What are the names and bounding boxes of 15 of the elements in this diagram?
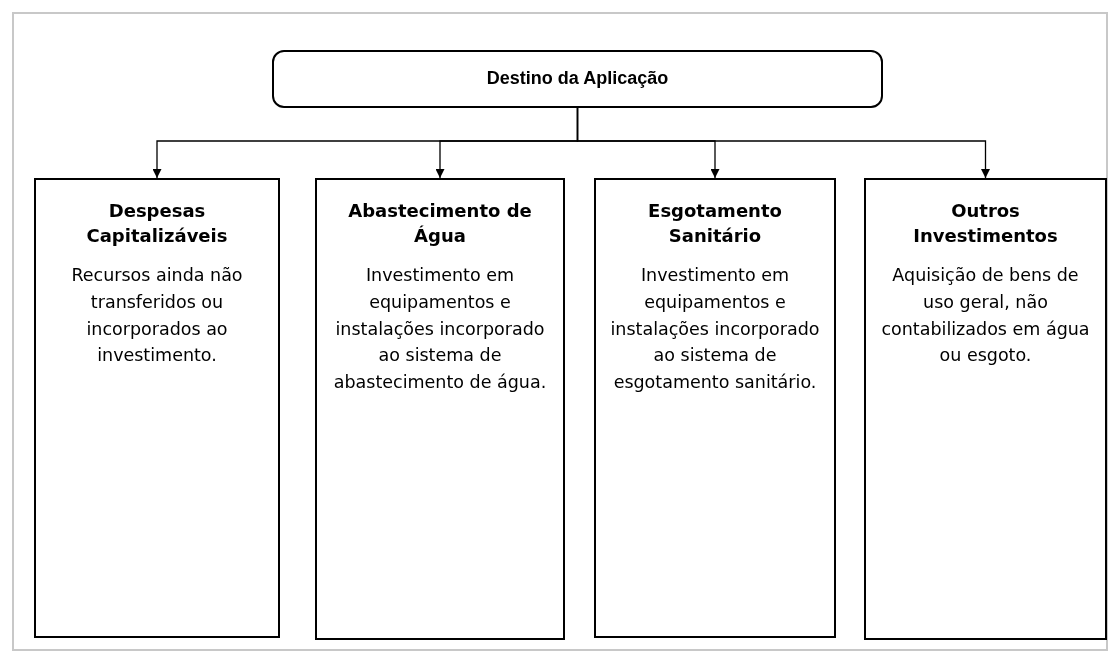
box-heading: Esgotamento Sanitário <box>647 199 783 249</box>
category-box <box>34 178 280 638</box>
box-description: Investimento em equipamentos e instalações incorporado ao sistema de abastecimento de água. <box>332 264 548 394</box>
box-heading: Destino da Aplicação <box>486 67 669 91</box>
box-heading: Abastecimento de Água <box>347 199 533 249</box>
box-heading: Despesas Capitalizáveis <box>85 199 229 249</box>
category-box <box>594 178 836 638</box>
category-box <box>315 178 565 640</box>
category-box <box>864 178 1107 640</box>
box-description: Recursos ainda não transferidos ou incorporados ao investimento. <box>70 264 244 368</box>
box-description: Aquisição de bens de uso geral, não contabilizados em água ou esgoto. <box>880 264 1091 368</box>
box-description: Investimento em equipamentos e instalações incorporado ao sistema de esgotamento sanitário. <box>610 264 820 394</box>
title-box <box>272 50 883 108</box>
box-heading: Outros Investimentos <box>912 199 1059 249</box>
connector-arrow <box>576 107 990 179</box>
